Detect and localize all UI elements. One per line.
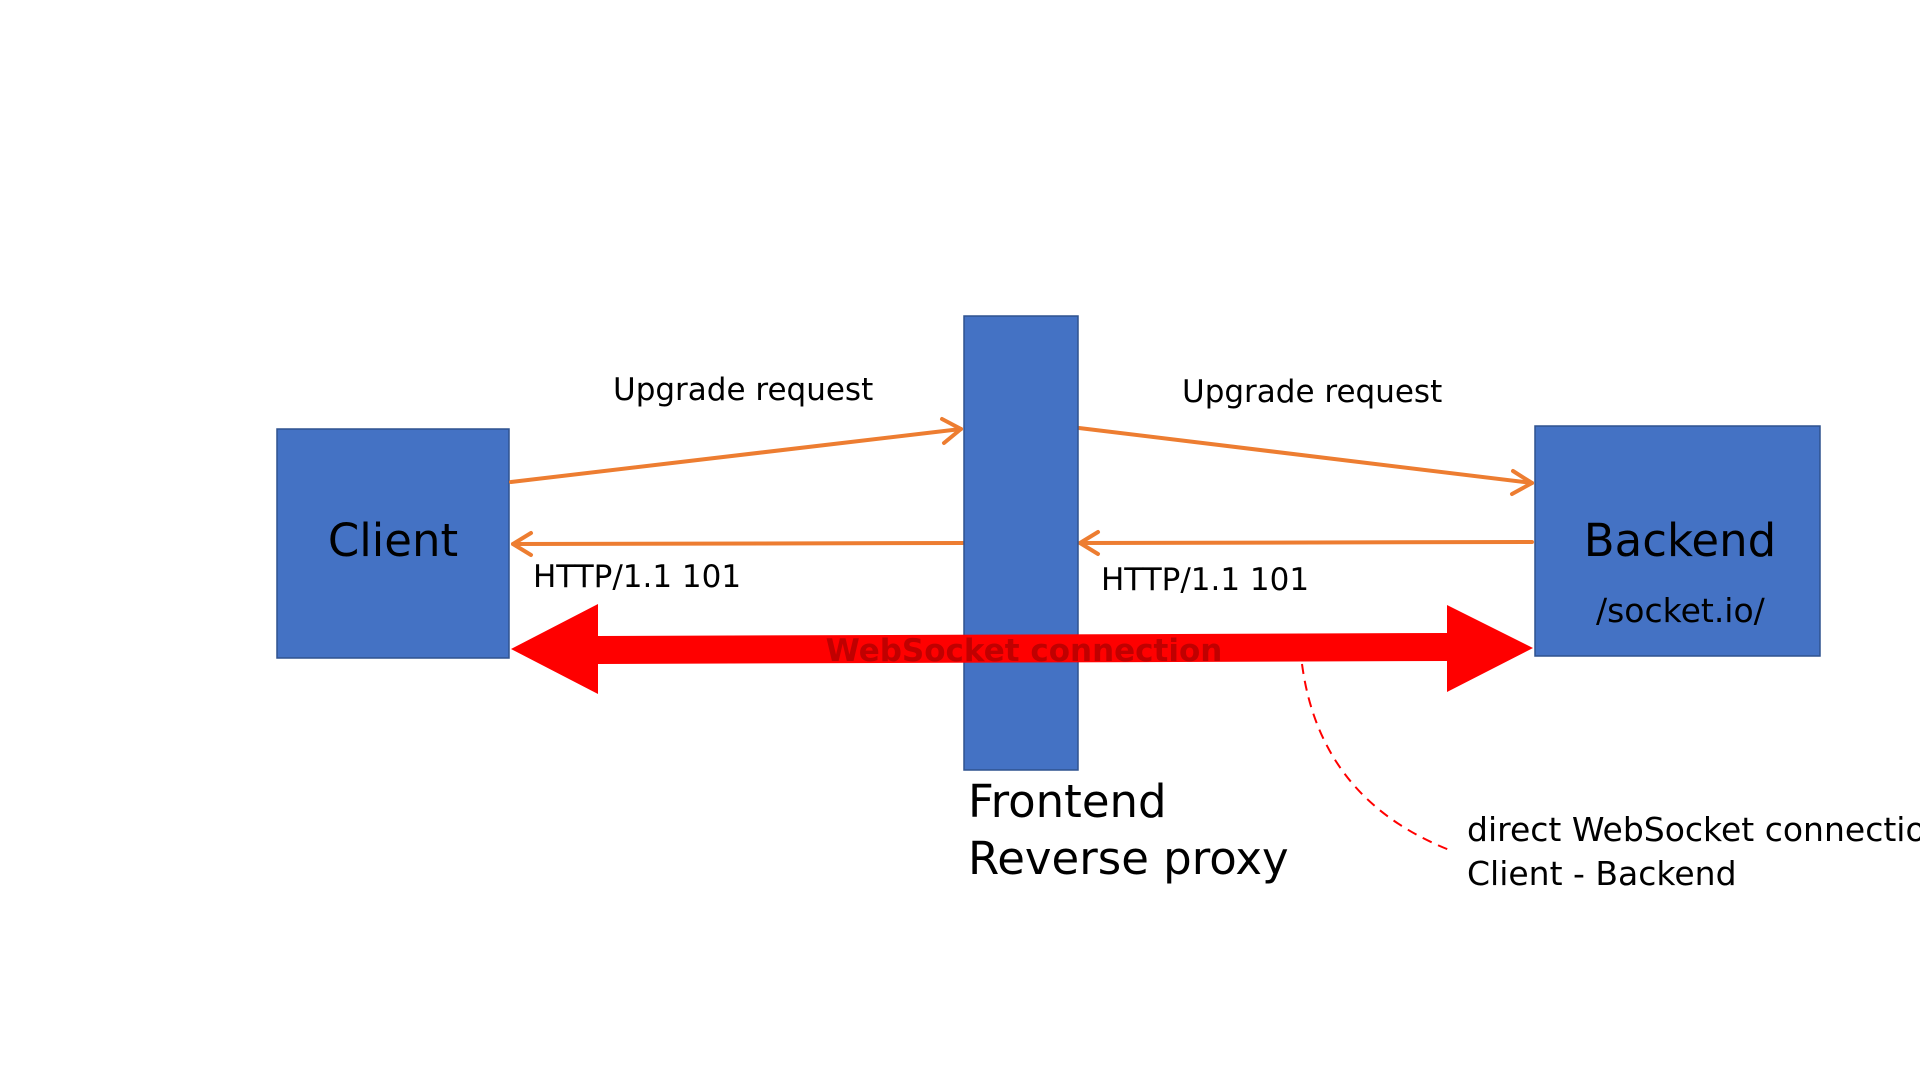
upgrade-request-arrow-right xyxy=(1077,426,1534,485)
backend-path-label: /socket.io/ xyxy=(1596,591,1766,630)
http-101-label-left: HTTP/1.1 101 xyxy=(533,559,741,595)
client-box xyxy=(276,428,510,659)
upgrade-request-label-right: Upgrade request xyxy=(1182,374,1442,410)
upgrade-request-label-left: Upgrade request xyxy=(613,372,873,408)
client-label: Client xyxy=(328,514,458,567)
edge-proxy-to-client: HTTP/1.1 101 xyxy=(511,531,965,595)
http-101-arrowhead-left xyxy=(511,531,533,557)
upgrade-request-arrow-left xyxy=(509,427,963,484)
backend-label: Backend xyxy=(1584,514,1776,567)
annotation-line2: Client - Backend xyxy=(1467,854,1737,893)
proxy-label-line1: Frontend xyxy=(968,775,1167,828)
edge-backend-to-proxy: HTTP/1.1 101 xyxy=(1078,530,1534,598)
edge-client-to-proxy: Upgrade request xyxy=(509,372,963,484)
annotation: direct WebSocket connection Client - Bac… xyxy=(1467,810,1920,893)
edge-proxy-to-backend: Upgrade request xyxy=(1077,374,1534,496)
proxy-node: Frontend Reverse proxy xyxy=(963,315,1289,885)
websocket-double-arrow xyxy=(511,604,1533,694)
edge-websocket: WebSocket connection xyxy=(511,604,1533,694)
client-node: Client xyxy=(276,428,510,659)
http-101-label-right: HTTP/1.1 101 xyxy=(1101,562,1309,598)
annotation-line1: direct WebSocket connection xyxy=(1467,810,1920,849)
proxy-label-line2: Reverse proxy xyxy=(968,832,1289,885)
http-101-arrowhead-right xyxy=(1078,530,1100,556)
upgrade-request-arrowhead-right xyxy=(1510,469,1534,496)
backend-node: Backend /socket.io/ xyxy=(1534,425,1821,657)
backend-box xyxy=(1534,425,1821,657)
callout-dashed-line xyxy=(1301,663,1453,852)
upgrade-request-arrowhead-left xyxy=(940,417,963,445)
websocket-connection-label: WebSocket connection xyxy=(826,633,1223,669)
http-101-arrow-left xyxy=(511,541,965,546)
http-101-arrow-right xyxy=(1078,540,1534,545)
proxy-box xyxy=(963,315,1079,771)
